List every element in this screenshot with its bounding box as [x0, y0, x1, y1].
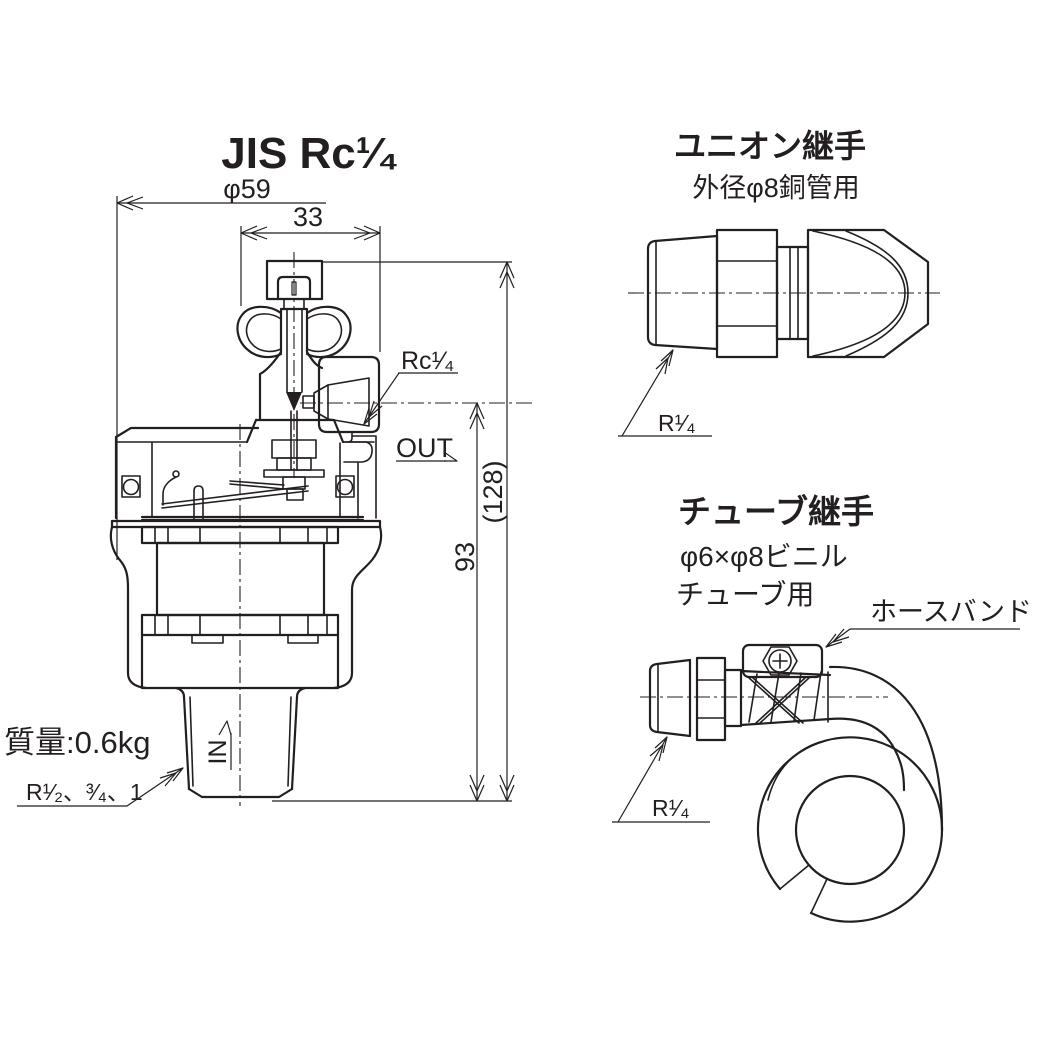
- tube-fitting-drawing: チューブ継手 φ6×φ8ビニル チューブ用: [612, 493, 1032, 923]
- flow-in-label: IN: [204, 720, 232, 770]
- tank-top: [114, 426, 375, 520]
- callout-rc14: Rc¹⁄₄: [363, 347, 458, 425]
- union-fitting-drawing: ユニオン継手 外径φ8銅管用 R¹⁄₄: [618, 128, 940, 437]
- dimension-phi59: φ59: [116, 174, 326, 560]
- union-fitting-subtitle: 外径φ8銅管用: [692, 173, 860, 203]
- in-label: IN: [204, 740, 232, 765]
- main-title: JIS Rc¹⁄₄: [221, 129, 398, 178]
- dimension-93: 93: [272, 402, 512, 802]
- union-thread-label: R¹⁄₄: [658, 410, 696, 436]
- outlet-port: [302, 355, 381, 519]
- inlet-threads-label: R¹⁄₂、³⁄₄、1: [26, 779, 143, 805]
- float-mechanism: [161, 439, 325, 520]
- tube-hex-nut: [695, 656, 727, 742]
- tube-thread: [648, 658, 692, 738]
- tube-fitting-title: チューブ継手: [678, 493, 874, 530]
- vinyl-tube-coil: [756, 665, 944, 923]
- hose-band-label: ホースバンド: [870, 597, 1032, 627]
- mass-label: 質量:0.6kg: [4, 725, 150, 760]
- out-label: OUT: [396, 433, 453, 463]
- valve-body: [109, 515, 383, 690]
- inlet-thread: [174, 686, 307, 799]
- tube-callout-r14: R¹⁄₄: [612, 736, 710, 823]
- mass-label-group: 質量:0.6kg: [4, 725, 150, 760]
- dimension-128: (128): [322, 261, 515, 802]
- dim-phi59-label: φ59: [223, 174, 271, 204]
- adjusting-knob: [265, 259, 324, 310]
- hose-barb: [739, 669, 832, 727]
- dim-93-label: 93: [450, 542, 480, 572]
- union-callout-r14: R¹⁄₄: [618, 349, 712, 437]
- callout-hose-band: ホースバンド: [825, 597, 1032, 648]
- union-cap-nut: [806, 228, 930, 359]
- tube-collar: [723, 668, 743, 728]
- dimension-33: 33: [240, 202, 381, 352]
- union-thread: [646, 234, 719, 351]
- tube-fitting-subtitle2: チューブ用: [676, 579, 814, 610]
- dim-33-label: 33: [293, 202, 323, 232]
- centerlines: [239, 252, 535, 806]
- dim-128-label: (128): [478, 460, 508, 523]
- flow-out-label: OUT: [396, 433, 458, 463]
- main-valve-drawing: φ59 33 (128) 93 Rc¹⁄₄ OUT: [4, 129, 535, 807]
- outlet-thread-label: Rc¹⁄₄: [401, 347, 454, 375]
- callout-inlet-threads: R¹⁄₂、³⁄₄、1: [17, 767, 184, 807]
- tube-thread-label: R¹⁄₄: [652, 795, 690, 821]
- union-fitting-title: ユニオン継手: [674, 128, 866, 164]
- tube-fitting-subtitle1: φ6×φ8ビニル: [680, 541, 848, 572]
- hose-band-clamp: [741, 643, 824, 724]
- bonnet: [245, 350, 345, 444]
